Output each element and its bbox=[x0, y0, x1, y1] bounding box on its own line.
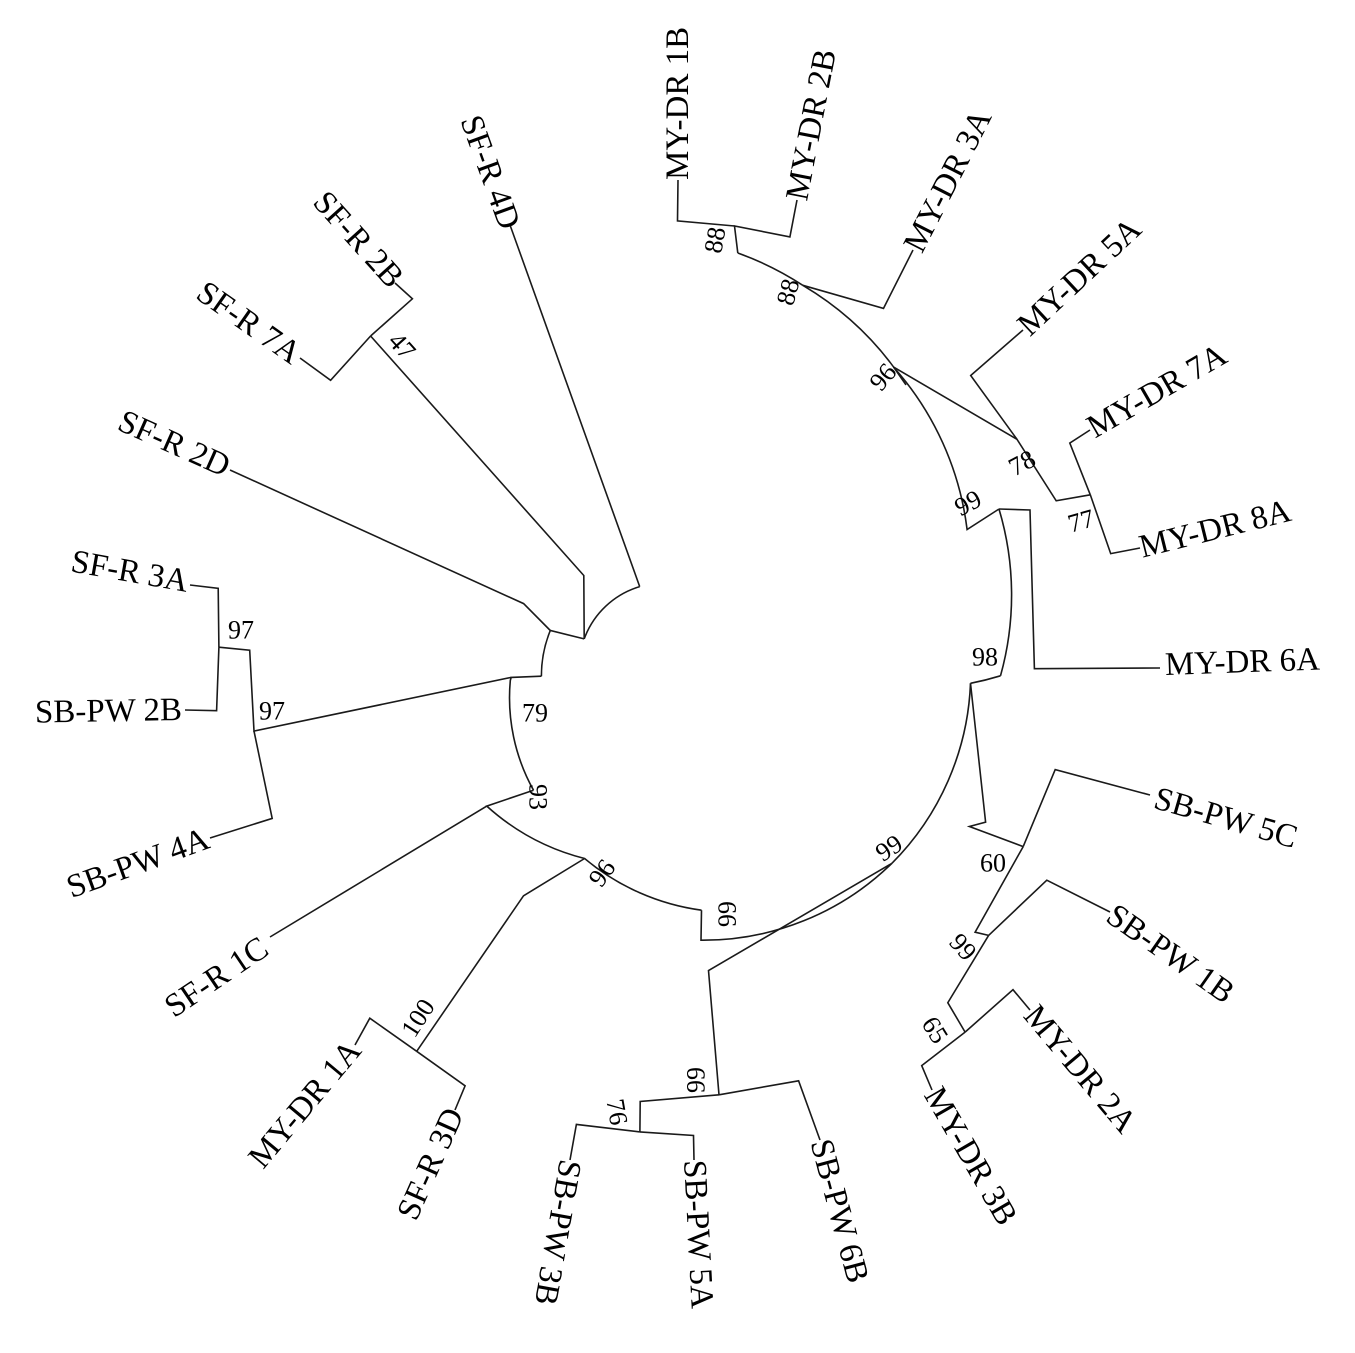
branch-node-65 bbox=[946, 934, 990, 1033]
bootstrap-label: 66 bbox=[713, 901, 742, 927]
bootstrap-label: 77 bbox=[1065, 503, 1098, 538]
branch-node-98 bbox=[970, 675, 1001, 685]
leaf-label: SF-R 2D bbox=[113, 403, 236, 484]
branch-node-97-outer bbox=[218, 646, 512, 733]
bootstrap-label: 99 bbox=[870, 829, 908, 867]
branch-sf-r-1c bbox=[269, 805, 488, 938]
leaf-label: SB-PW 3B bbox=[527, 1157, 588, 1308]
branch-my-dr-3b bbox=[920, 1031, 966, 1091]
branch-sf-r-2d bbox=[229, 469, 551, 632]
bootstrap-label: 97 bbox=[259, 697, 285, 726]
leaf-label: SF-R 3A bbox=[68, 544, 191, 600]
branch-sf-r-7a bbox=[299, 335, 372, 382]
branch-node-99-upper bbox=[998, 508, 1013, 677]
branch-node-88-upper bbox=[733, 199, 798, 254]
leaf-label: MY-DR 7A bbox=[1081, 337, 1233, 446]
branch-sb-pw-5c bbox=[1022, 768, 1151, 847]
branch-sf-r-2b bbox=[370, 282, 414, 337]
branch-node-76 bbox=[639, 1094, 720, 1132]
leaf-label: SB-PW 6B bbox=[803, 1135, 876, 1286]
leaf-label: MY-DR 1B bbox=[660, 27, 696, 180]
branch-my-dr-3a bbox=[802, 249, 914, 310]
branch-my-dr-1b bbox=[676, 179, 735, 227]
branch-sb-pw-2b bbox=[184, 647, 220, 712]
branch-sf-r-4d bbox=[509, 224, 641, 587]
tree-branches bbox=[184, 179, 1161, 1161]
bootstrap-label: 99 bbox=[944, 928, 983, 967]
bootstrap-labels: 88 88 96 77 78 99 98 65 99 60 76 99 99 1… bbox=[228, 225, 1097, 1128]
leaf-label: MY-DR 3B bbox=[916, 1081, 1024, 1232]
bootstrap-label: 65 bbox=[916, 1011, 954, 1048]
branch-my-dr-1a bbox=[354, 1017, 418, 1052]
branch-sb-pw-6b bbox=[718, 1079, 821, 1141]
leaf-label: SB-PW 5C bbox=[1150, 781, 1301, 856]
branch-node-60 bbox=[966, 683, 1024, 848]
branch-sb-pw-3b bbox=[569, 1123, 640, 1161]
leaf-label: MY-DR 1A bbox=[242, 1033, 369, 1175]
branch-my-dr-5a bbox=[969, 329, 1024, 440]
bootstrap-label: 93 bbox=[524, 784, 553, 810]
leaf-label: MY-DR 2A bbox=[1016, 998, 1143, 1140]
branch-node-96-left bbox=[485, 789, 702, 911]
leaf-label: SF-R 7A bbox=[190, 274, 308, 371]
branch-node-78 bbox=[893, 366, 1091, 502]
bootstrap-label: 98 bbox=[972, 643, 998, 672]
branch-node-93 bbox=[508, 675, 542, 791]
bootstrap-label: 96 bbox=[583, 854, 622, 892]
bootstrap-label: 76 bbox=[600, 1097, 633, 1128]
branch-node-77 bbox=[1068, 429, 1092, 496]
branch-node-47 bbox=[370, 335, 585, 639]
bootstrap-label: 99 bbox=[682, 1067, 711, 1093]
branch-my-dr-top bbox=[893, 366, 1000, 531]
branch-my-dr-6a bbox=[998, 508, 1161, 670]
leaf-label: SF-R 3D bbox=[390, 1103, 471, 1226]
branch-node-88-lower bbox=[737, 252, 804, 286]
bootstrap-label: 47 bbox=[383, 327, 422, 366]
bootstrap-label: 96 bbox=[864, 358, 903, 397]
branch-root bbox=[583, 585, 640, 640]
leaf-label: MY-DR 8A bbox=[1136, 493, 1295, 565]
leaf-label: SB-PW 4A bbox=[62, 821, 214, 906]
branch-node-99-ring bbox=[891, 683, 972, 864]
leaf-label: SF-R 1C bbox=[158, 930, 275, 1025]
branch-sf-r-3d bbox=[416, 1050, 467, 1111]
bootstrap-label: 88 bbox=[771, 276, 806, 309]
leaf-label: MY-DR 5A bbox=[1011, 211, 1149, 343]
bootstrap-label: 88 bbox=[698, 225, 731, 256]
bootstrap-label: 100 bbox=[395, 994, 441, 1043]
branch-sb-pw-1b bbox=[988, 879, 1111, 936]
bootstrap-label: 79 bbox=[522, 699, 548, 728]
branch-node-99-right bbox=[973, 846, 1024, 937]
leaf-label: SB-PW 1B bbox=[1100, 897, 1241, 1011]
branch-node-100 bbox=[416, 857, 586, 1052]
branch-node-99-bottom bbox=[707, 862, 893, 1095]
branch-node-96-top bbox=[802, 284, 907, 386]
bootstrap-label: 78 bbox=[1004, 444, 1041, 482]
bootstrap-label: 97 bbox=[228, 616, 254, 645]
branch-sb-pw-4a bbox=[209, 730, 274, 839]
bootstrap-label: 99 bbox=[950, 484, 987, 522]
leaf-label: SB-PW 2B bbox=[35, 692, 183, 731]
branch-node-66 bbox=[700, 862, 893, 942]
leaf-label: MY-DR 6A bbox=[1164, 642, 1320, 683]
leaf-label: MY-DR 2B bbox=[779, 46, 844, 203]
branch-sb-pw-5a bbox=[639, 1131, 695, 1161]
branch-my-dr-2a bbox=[964, 988, 1031, 1033]
leaf-label: SF-R 2B bbox=[306, 184, 411, 295]
leaf-label: MY-DR 3A bbox=[897, 104, 999, 259]
bootstrap-label: 60 bbox=[980, 849, 1006, 878]
branch-my-dr-8a bbox=[1089, 494, 1141, 555]
branch-sf-r-3a bbox=[189, 584, 220, 648]
branch-clade-a bbox=[540, 629, 585, 677]
leaf-label: SB-PW 5A bbox=[676, 1159, 720, 1310]
leaf-label: SF-R 4D bbox=[453, 111, 527, 234]
